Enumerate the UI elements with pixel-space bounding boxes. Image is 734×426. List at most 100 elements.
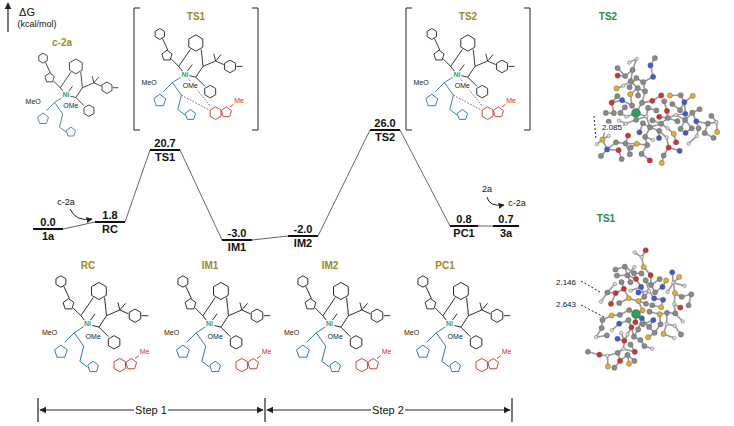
- atom-ball: [600, 317, 605, 322]
- bond: [179, 49, 191, 66]
- atom-ball: [639, 316, 644, 321]
- bond: [196, 333, 206, 346]
- ring: [298, 276, 308, 287]
- atom-ball: [619, 331, 623, 335]
- energy-value: 1.8: [102, 209, 117, 221]
- state-name: TS2: [375, 131, 395, 143]
- atom-ball: [709, 113, 714, 118]
- atom-ball: [661, 331, 666, 336]
- ring: [221, 107, 231, 117]
- atom-label: Ni: [453, 71, 462, 79]
- energy-level: 0.73a: [493, 213, 519, 239]
- atom-ball: [585, 349, 590, 354]
- bond: [230, 104, 234, 107]
- energy-level: 1.8RC: [95, 209, 125, 235]
- atom-ball: [659, 305, 664, 310]
- bond: [435, 39, 440, 51]
- bond: [203, 298, 215, 316]
- state-name: PC1: [453, 227, 474, 239]
- atom-ball: [654, 108, 659, 113]
- atom-ball: [619, 156, 624, 161]
- bond: [107, 310, 120, 316]
- atom-ball: [678, 332, 683, 337]
- atom-ball: [623, 74, 628, 79]
- bond: [451, 49, 463, 66]
- atom-ball: [648, 63, 653, 68]
- ring: [482, 107, 493, 120]
- atom-ball: [647, 289, 651, 293]
- atom-ball: [643, 248, 648, 253]
- atom-ball: [646, 335, 651, 340]
- atom-label: MeO: [25, 99, 42, 107]
- bond: [497, 356, 501, 359]
- bracket: [134, 8, 140, 130]
- bond: [242, 303, 248, 310]
- atom-ball: [639, 100, 644, 105]
- atom-ball: [696, 126, 701, 131]
- 3d-structure: [585, 248, 694, 371]
- bond: [488, 55, 493, 61]
- bond: [178, 110, 185, 115]
- bond: [482, 303, 488, 310]
- ring: [368, 358, 379, 368]
- atom-ball: [617, 358, 622, 363]
- structure-label: PC1: [435, 260, 454, 271]
- atom-ball: [633, 320, 638, 325]
- bond: [242, 310, 251, 314]
- atom-ball: [660, 284, 665, 289]
- ring: [425, 299, 436, 309]
- distance-line: [581, 281, 600, 292]
- atom-ball: [597, 352, 602, 357]
- atom-ball: [647, 125, 652, 130]
- ring: [493, 107, 503, 117]
- atom-ball: [633, 251, 637, 255]
- atom-ball: [615, 73, 620, 78]
- atom-ball: [652, 55, 657, 60]
- atom-ball: [628, 78, 633, 83]
- ring: [418, 276, 428, 287]
- atom-ball: [607, 134, 611, 138]
- bond: [362, 310, 371, 314]
- atom-ball: [651, 74, 656, 79]
- ring: [225, 60, 236, 73]
- ring: [210, 107, 221, 120]
- atom-ball: [595, 142, 599, 146]
- atom-ball: [644, 115, 648, 119]
- atom-ball: [619, 279, 624, 284]
- atom-ball: [677, 274, 682, 279]
- ring: [102, 82, 112, 93]
- atom-ball: [674, 140, 679, 145]
- state-name: IM1: [228, 241, 246, 253]
- ring: [333, 282, 348, 299]
- atom-label: OMe: [207, 333, 224, 341]
- distance-label: 2.085: [601, 124, 623, 133]
- atom-ball: [657, 128, 662, 133]
- reagent-arrow: [70, 209, 92, 220]
- bond: [60, 72, 71, 88]
- molecule-structure: [38, 53, 119, 136]
- atom-ball: [675, 119, 680, 124]
- structure-label: c-2a: [52, 37, 72, 48]
- ring: [470, 336, 482, 349]
- atom-label: MeO: [403, 329, 420, 337]
- atom-ball: [639, 271, 644, 276]
- atom-ball: [641, 264, 646, 269]
- energy-bar: [493, 225, 519, 227]
- atom-ball: [622, 338, 627, 343]
- bond: [81, 298, 93, 316]
- ring: [477, 85, 488, 98]
- atom-ball: [636, 93, 641, 98]
- ring: [108, 336, 120, 349]
- reagent-label: c-2a: [57, 198, 75, 208]
- energy-bar: [222, 239, 252, 241]
- atom-ball: [627, 307, 632, 312]
- atom-ball: [682, 117, 687, 122]
- molecule-structure: [55, 276, 149, 372]
- ring: [55, 345, 68, 357]
- bond: [94, 83, 101, 86]
- atom-ball: [640, 255, 644, 259]
- ring: [177, 345, 190, 357]
- bond: [229, 310, 242, 316]
- bond: [457, 75, 482, 107]
